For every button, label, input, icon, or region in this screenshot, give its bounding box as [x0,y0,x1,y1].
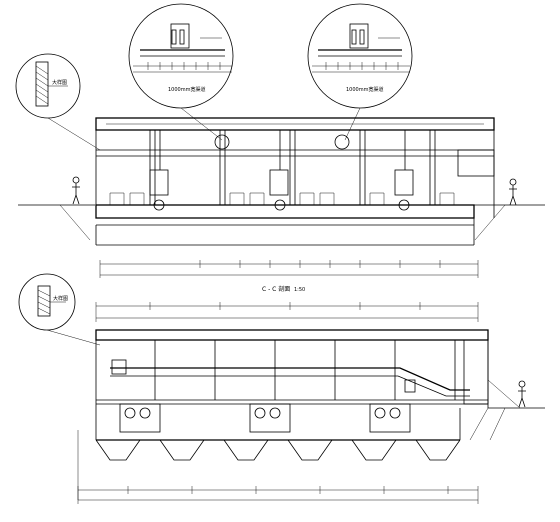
top-detail-circle-mid: 1000mm宽渠道 [128,3,234,109]
person-figure-bottom-right [518,380,526,408]
person-figure-left [72,176,80,205]
top-section: C - C 剖面 1:50 [18,117,545,293]
top-detail-circle-left: 大样图 [15,53,81,119]
bottom-left-detail-label: 大样图 [53,295,68,302]
bottom-section [77,302,545,504]
top-right-detail-label: 1000mm宽渠道 [346,86,383,93]
top-detail-circle-right: 1000mm宽渠道 [307,3,413,109]
section-title: C - C 剖面 [262,285,290,293]
section-scale: 1:50 [294,287,305,293]
person-figure-right [509,178,517,206]
top-mid-detail-label: 1000mm宽渠道 [168,86,205,93]
bottom-detail-circle: 大样图 [18,273,76,331]
top-left-detail-label: 大样图 [52,79,67,86]
